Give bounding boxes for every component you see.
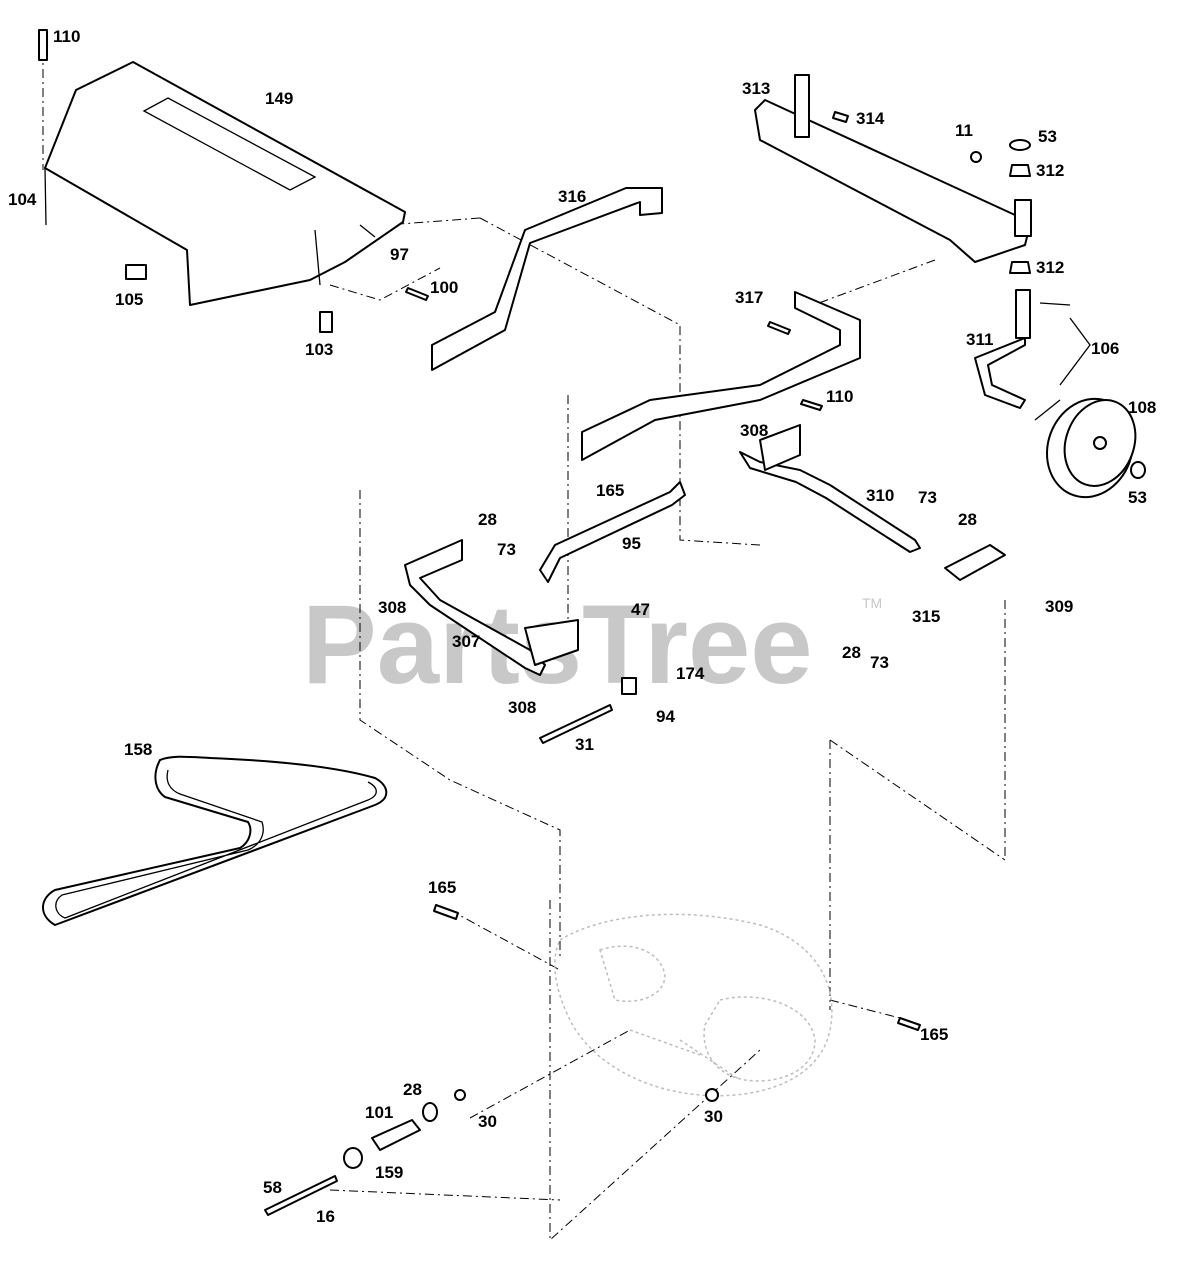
callout-label: 307 [452,632,480,651]
callout-label: 28 [842,643,861,662]
rear-frame-313 [754,74,1032,263]
callout-label: 308 [508,698,536,717]
callout-label: 101 [365,1103,393,1122]
callout-label: 149 [265,89,293,108]
wheel-bracket-311 [974,289,1091,421]
callout-label: 159 [375,1163,403,1182]
callout-label: 94 [656,707,675,726]
engine-ghost-outline [554,913,833,1097]
callout-label: 165 [920,1025,948,1044]
callout-label: 104 [8,190,37,209]
callout-label: 316 [558,187,586,206]
wheel-hardware [970,139,1031,274]
callout-label: 110 [53,27,80,46]
callout-label: 73 [870,653,889,672]
callout-label: 53 [1128,488,1147,507]
callout-label: 28 [478,510,497,529]
callout-label: 73 [497,540,516,559]
callout-label: 158 [124,740,152,759]
rod-95 [539,481,686,583]
bracket-317 [581,291,861,461]
callout-label: 308 [378,598,406,617]
belt-158 [42,755,388,926]
callout-label: 165 [596,481,624,500]
callout-label: 30 [704,1107,723,1126]
bracket-316 [431,187,663,371]
callout-label: 95 [622,534,641,553]
callout-label: 174 [676,664,705,683]
callout-label: 28 [403,1080,422,1099]
callout-labels: 110 149 104 105 97 100 103 313 314 11 53… [8,27,1156,1226]
shaft-310 [739,424,1006,581]
callout-label: 311 [966,330,993,349]
watermark-trademark: TM [862,595,882,611]
callout-label: 105 [115,290,143,309]
callout-label: 106 [1091,339,1119,358]
belt-cover-149 [44,61,406,306]
callout-label: 100 [430,278,458,297]
callout-label: 312 [1036,161,1064,180]
callout-label: 309 [1045,597,1073,616]
callout-label: 97 [390,245,409,264]
rod-31 [539,677,637,744]
callout-label: 314 [856,109,885,128]
callout-label: 315 [912,607,940,626]
callout-label: 73 [918,488,937,507]
callout-label: 28 [958,510,977,529]
lower-hardware [264,904,921,1216]
callout-label: 16 [316,1207,335,1226]
callout-label: 165 [428,878,456,897]
callout-label: 30 [478,1112,497,1131]
callout-label: 11 [955,121,973,140]
cover-hardware [38,29,429,333]
callout-label: 312 [1036,258,1064,277]
callout-label: 31 [575,735,594,754]
callout-label: 108 [1128,398,1156,417]
callout-label: 110 [826,387,853,406]
callout-label: 58 [263,1178,282,1197]
callout-label: 53 [1038,127,1057,146]
callout-label: 310 [866,486,894,505]
lever-307 [404,539,579,676]
callout-label: 47 [631,600,650,619]
wheel-108 [1045,397,1146,499]
callout-label: 317 [735,288,763,307]
callout-label: 313 [742,79,770,98]
callout-label: 308 [740,421,768,440]
callout-label: 103 [305,340,333,359]
